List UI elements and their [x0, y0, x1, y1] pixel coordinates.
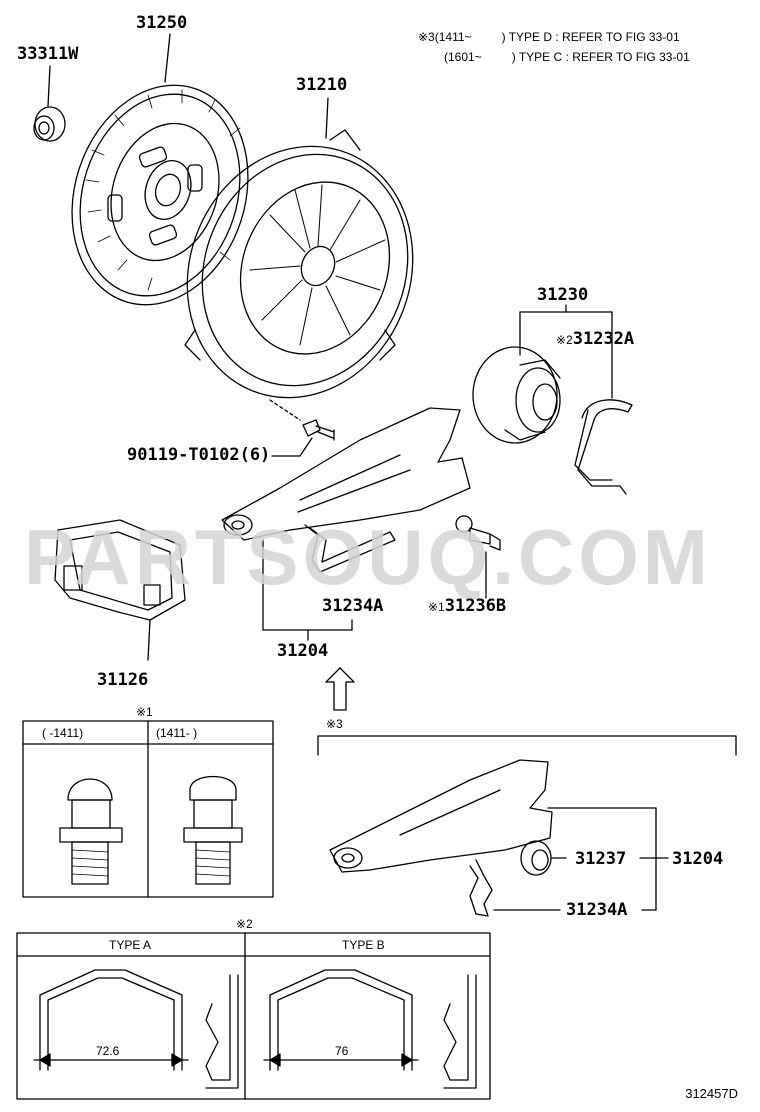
pressure-plate-drawing: [184, 97, 414, 399]
pilot-bearing-drawing: [33, 65, 66, 142]
note-line-2: (1601~ ) TYPE C : REFER TO FIG 33-01: [444, 50, 690, 64]
part-label-31230[interactable]: 31230: [537, 285, 589, 305]
note2-text: TYPE C : REFER TO FIG 33-01: [518, 50, 690, 64]
detail2-dim-b: 76: [335, 1044, 349, 1058]
part-label-31204[interactable]: 31204: [277, 641, 329, 661]
part-label-31237[interactable]: 31237: [575, 849, 627, 869]
detail2-frame: [16, 932, 491, 1100]
part-31236b-marker: ※1: [428, 600, 445, 614]
note1-range-end: ): [501, 30, 506, 44]
lower-release-fork-drawing: [329, 759, 553, 873]
arrow-marker: ※3: [326, 717, 343, 731]
note1-text: TYPE D : REFER TO FIG 33-01: [508, 30, 680, 44]
clutch-disc-drawing: [71, 33, 249, 306]
part-label-31126[interactable]: 31126: [97, 670, 149, 690]
part-label-31204-lower[interactable]: 31204: [672, 849, 724, 869]
note2-range-end: ): [511, 50, 516, 64]
part-label-31210[interactable]: 31210: [296, 75, 348, 95]
pivot-stud-old-drawing: [59, 778, 123, 885]
fork-spring-drawing: [304, 524, 396, 573]
note2-range: (1601~: [444, 50, 482, 64]
pivot-stud-drawing: [455, 515, 501, 599]
pivot-stud-new-drawing: [183, 775, 243, 885]
part-label-31232a[interactable]: 31232A: [572, 329, 635, 349]
bolt-drawing: [269, 399, 335, 457]
lower-assembly-bracket: [547, 807, 669, 911]
note1-marker: ※3: [418, 30, 435, 44]
note-line-1: ※3(1411~ ) TYPE D : REFER TO FIG 33-01: [418, 30, 680, 44]
part-label-31232a-row: ※231232A: [556, 330, 634, 348]
release-fork-drawing: [221, 407, 471, 641]
part-label-31234a[interactable]: 31234A: [322, 596, 384, 616]
clip-type-b-drawing: [263, 969, 477, 1089]
figure-id: 312457D: [685, 1086, 738, 1101]
type3-bracket: [317, 735, 737, 756]
detail1-left-header: ( -1411): [42, 726, 84, 740]
detail2-type-b: TYPE B: [342, 938, 385, 952]
part-31232a-marker: ※2: [556, 333, 573, 347]
fork-bushing-drawing: [520, 840, 567, 876]
detail1-marker: ※1: [136, 705, 153, 719]
bearing-clip-drawing: [574, 399, 633, 495]
part-label-31234a-lower[interactable]: 31234A: [566, 900, 628, 920]
part-label-31236b[interactable]: 31236B: [444, 596, 507, 616]
detail2-dim-a: 72.6: [96, 1044, 120, 1058]
detail1-frame: [22, 720, 274, 898]
note1-range: (1411~: [434, 30, 472, 44]
part-label-33311w[interactable]: 33311W: [17, 44, 79, 64]
reference-arrow: [325, 667, 355, 711]
part-label-90119-t0102[interactable]: 90119-T0102(6): [127, 445, 271, 465]
part-label-31236b-row: ※131236B: [428, 597, 506, 615]
detail1-right-header: (1411- ): [156, 726, 198, 740]
release-bearing-drawing: [472, 304, 613, 444]
part-label-31250[interactable]: 31250: [136, 13, 188, 33]
clip-type-a-drawing: [33, 969, 239, 1089]
detail2-type-a: TYPE A: [109, 938, 152, 952]
detail2-marker: ※2: [236, 917, 253, 931]
lower-fork-spring-drawing: [469, 859, 561, 917]
release-fork-boot-drawing: [54, 519, 186, 661]
